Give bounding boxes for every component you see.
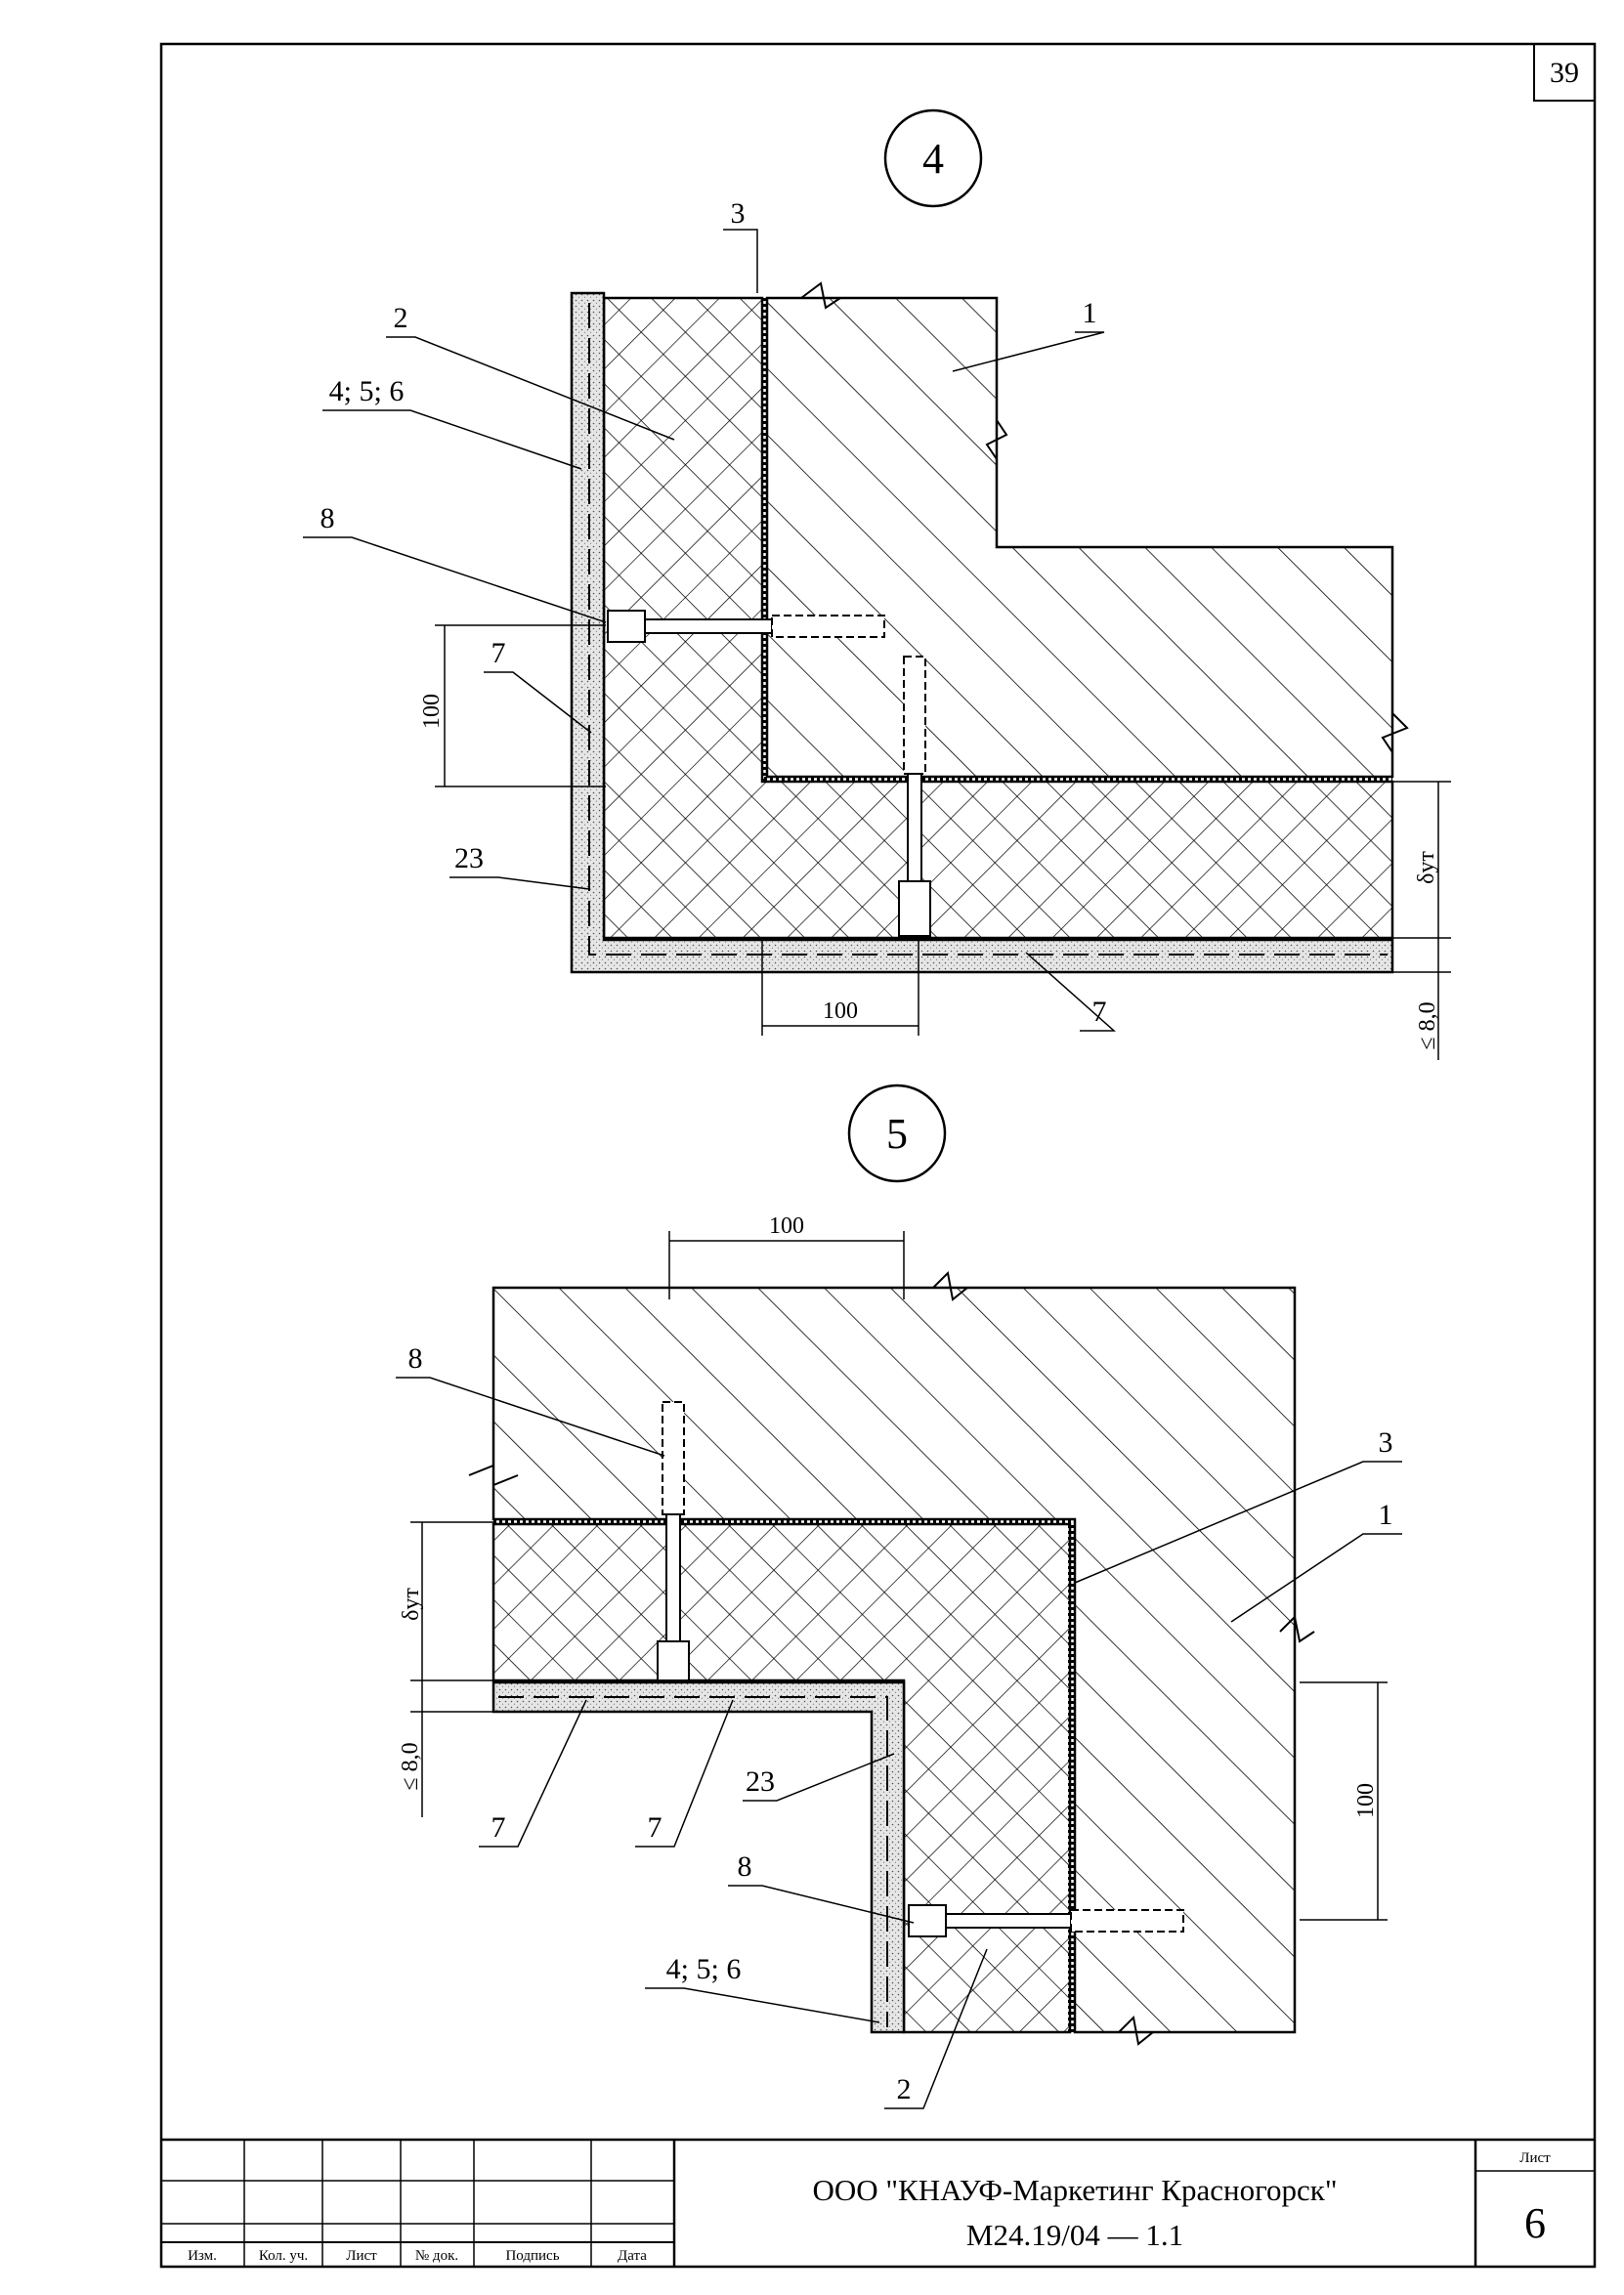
view-5-break-mark-bottom [1118,2015,1154,2046]
tb-col-izm: Изм. [188,2248,217,2264]
tb-document-code: М24.19/04 — 1.1 [966,2218,1183,2252]
view-5: 5 100 [396,1084,1402,2109]
top-sheet-box [1533,43,1596,102]
view-4-callout-1: 1 [1083,297,1097,329]
view-5-adhesive-layer [493,1519,1074,2032]
view-5-break-mark-left [468,1464,519,1487]
tb-col-signature: Подпись [505,2248,559,2264]
view-5-dim-100-right-label: 100 [1353,1783,1379,1818]
view-4-callout-23: 23 [454,842,484,874]
view-5-callout-8-upper: 8 [408,1342,423,1375]
view-4-callout-8: 8 [321,502,335,534]
tb-sheet-value: 6 [1524,2199,1546,2247]
view-4-dim-thickness [1392,781,1451,1060]
view-4-dim-100-horizontal [761,938,919,1036]
view-4-anchor-horizontal [607,610,885,643]
view-4-concrete [765,296,1394,779]
view-5-callout-7-left: 7 [491,1811,506,1844]
view-5-dim-thickness [410,1521,493,1817]
view-4-callout-3: 3 [731,197,746,230]
view-5-callout-23: 23 [746,1765,775,1798]
view-4-callout-7-upper: 7 [491,637,506,669]
view-4-number: 4 [922,135,944,183]
title-block [161,2138,1595,2267]
view-4-callout-2: 2 [394,302,408,334]
view-4-callout-456: 4; 5; 6 [329,375,405,407]
sheet-frame [159,42,1597,2269]
view-5-mesh-line [498,1696,888,2027]
view-5-leaders [396,1377,1402,2109]
view-5-break-mark-top [932,1270,968,1301]
view-5-dim-100-top-label: 100 [769,1213,804,1239]
view-5-dim-thickness-label: δут [399,1588,424,1621]
view-4-callout-7-lower: 7 [1092,996,1107,1028]
view-5-dim-100-top [668,1231,905,1299]
view-5-callout-7-right: 7 [648,1811,662,1844]
view-5-callout-8-lower: 8 [738,1850,752,1883]
tb-col-kol-uch: Кол. уч. [259,2248,308,2264]
view-5-break-mark-right [1279,1614,1315,1643]
view-4-leaders [303,229,1116,1032]
view-5-callout-2: 2 [897,2073,912,2105]
view-4-dim-thickness-label: δут [1414,851,1439,884]
view-5-callout-3: 3 [1379,1426,1393,1459]
view-4-break-mark-mid [985,419,1008,460]
tb-col-date: Дата [618,2248,647,2264]
view-4-dim-100-vertical-label: 100 [419,694,445,729]
view-4-anchor-vertical [898,656,931,937]
top-sheet-number: 39 [1550,57,1579,89]
view-4-break-mark-top [800,281,841,310]
view-5-callout-1: 1 [1379,1499,1393,1531]
view-4-render-layer [570,291,1394,974]
view-5-dim-tolerance-label: ≤ 8,0 [398,1742,423,1790]
tb-sheet-label: Лист [1519,2150,1551,2166]
view-5-marker [847,1084,947,1183]
view-5-anchor-vertical [657,1401,690,1681]
view-5-number: 5 [886,1110,908,1158]
tb-col-doc: № док. [415,2248,458,2264]
tb-col-list: Лист [346,2248,377,2264]
tb-company: ООО "КНАУФ-Маркетинг Красногорск" [812,2173,1337,2207]
view-5-callout-456: 4; 5; 6 [666,1953,742,1985]
view-5-dim-100-right [1300,1681,1388,1921]
view-4-dim-tolerance-label: ≤ 8,0 [1415,1001,1440,1049]
view-4: 4 100 [303,108,1451,1060]
view-4-dim-100-vertical [435,624,606,787]
view-4-break-mark-right [1381,712,1409,753]
view-4-marker [883,108,983,208]
view-4-dim-100-horizontal-label: 100 [823,999,858,1024]
view-5-anchor-horizontal [908,1904,1184,1937]
view-4-mesh-line [588,303,1388,956]
